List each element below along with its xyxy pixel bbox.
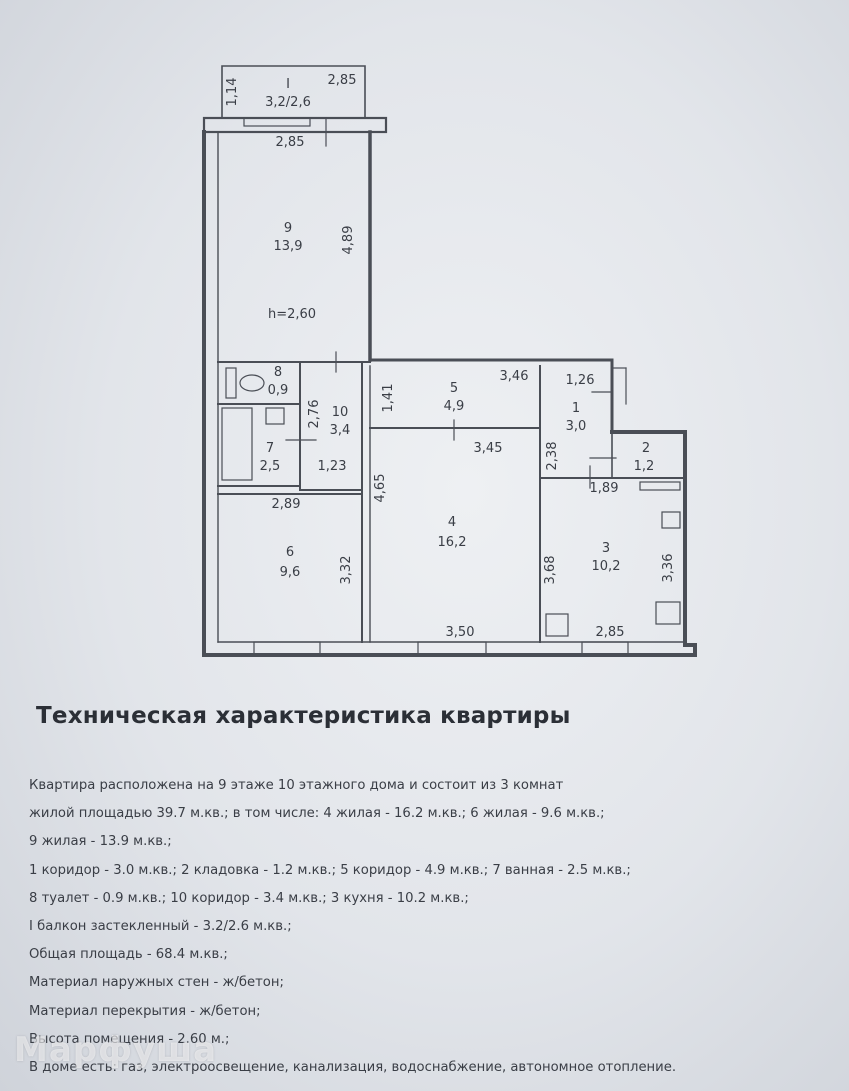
room-3-number: 3 — [602, 541, 610, 556]
dim-6-side: 3,32 — [339, 556, 354, 585]
radiator-kitchen — [545, 613, 569, 637]
dim-1-side: 2,38 — [545, 442, 560, 471]
dim-4-top: 3,45 — [474, 441, 503, 456]
text-line: 9 жилая - 13.9 м.кв.; — [29, 834, 172, 850]
dim-5-top: 3,46 — [500, 369, 529, 384]
window-kitchen — [581, 641, 629, 656]
room-1-area: 3,0 — [566, 419, 587, 434]
dim-9-side: 4,89 — [341, 226, 356, 255]
balcony-slab — [202, 116, 388, 134]
dim-3-right: 3,36 — [661, 554, 676, 583]
dim-3-top: 1,89 — [590, 481, 619, 496]
room-3-area: 10,2 — [592, 559, 621, 574]
balcony-dim-side: 1,14 — [225, 78, 240, 107]
room-1-number: 1 — [572, 401, 580, 416]
dim-10-bottom: 1,23 — [318, 459, 347, 474]
text-line: I балкон застекленный - 3.2/2.6 м.кв.; — [29, 918, 292, 934]
balcony-area: 3,2/2,6 — [265, 95, 311, 110]
text-line: Материал наружных стен - ж/бетон; — [29, 975, 284, 991]
floor-plan: I 3,2/2,6 1,14 2,85 2,85 4,89 9 13,9 h=2… — [202, 65, 697, 657]
room-5-number: 5 — [450, 381, 458, 396]
toilet-bowl — [239, 374, 265, 392]
watermark-logo: Марфуша — [14, 1030, 218, 1070]
balcony-dim-top: 2,85 — [328, 73, 357, 88]
room-6-area: 9,6 — [280, 565, 301, 580]
toilet-cistern — [225, 367, 237, 399]
window-room4 — [417, 641, 487, 656]
dim-10-side: 2,76 — [307, 400, 322, 429]
text-line: Квартира расположена на 9 этаже 10 этажн… — [29, 778, 564, 793]
window-room6 — [253, 641, 321, 656]
kitchen-counter — [639, 481, 681, 491]
text-line: Высота помещения - 2.60 м.; — [29, 1031, 230, 1047]
room-6-number: 6 — [286, 545, 294, 560]
dim-1-top: 1,26 — [566, 373, 595, 388]
document-title: Техническая характеристика квартиры — [36, 703, 571, 729]
room-7-area: 2,5 — [260, 459, 281, 474]
dim-6-top: 2,89 — [272, 497, 301, 512]
room-4-area: 16,2 — [438, 535, 467, 550]
kitchen-sink — [661, 511, 681, 529]
dim-9-top: 2,85 — [276, 135, 305, 150]
dim-4-side: 4,65 — [373, 474, 388, 503]
room-2-number: 2 — [642, 441, 650, 456]
dim-3-bottom: 2,85 — [596, 625, 625, 640]
room-5-area: 4,9 — [444, 399, 465, 414]
room-9-number: 9 — [284, 221, 292, 236]
balcony-number: I — [286, 77, 290, 92]
outer-wall-left — [202, 130, 697, 657]
room-4-number: 4 — [448, 515, 456, 530]
room-2-area: 1,2 — [634, 459, 655, 474]
text-line: 8 туалет - 0.9 м.кв.; 10 коридор - 3.4 м… — [29, 890, 469, 906]
dim-3-left: 3,68 — [543, 556, 558, 585]
ceiling-height: h=2,60 — [268, 307, 316, 322]
outer-wall-top-mid — [368, 358, 614, 434]
room-7-number: 7 — [266, 441, 274, 456]
room-10-number: 10 — [332, 405, 349, 420]
characteristics-list: Квартира расположена на 9 этаже 10 этажн… — [29, 772, 829, 1082]
stove — [655, 601, 681, 625]
text-line: Материал перекрытия - ж/бетон; — [29, 1003, 261, 1019]
text-line: 1 коридор - 3.0 м.кв.; 2 кладовка - 1.2 … — [29, 862, 631, 878]
balcony-outline — [221, 65, 366, 119]
sink — [265, 407, 285, 425]
room-8-area: 0,9 — [268, 383, 289, 398]
room-9-area: 13,9 — [274, 239, 303, 254]
text-line: Общая площадь - 68.4 м.кв.; — [29, 947, 228, 963]
bathtub — [221, 407, 253, 481]
text-line: В доме есть: газ, электроосвещение, кана… — [29, 1059, 677, 1075]
room-8-number: 8 — [274, 365, 282, 380]
dim-5-side: 1,41 — [381, 384, 396, 413]
dim-4-bottom: 3,50 — [446, 625, 475, 640]
room-10-area: 3,4 — [330, 423, 351, 438]
text-line: жилой площадью 39.7 м.кв.; в том числе: … — [29, 806, 605, 822]
window-balcony — [243, 117, 311, 127]
